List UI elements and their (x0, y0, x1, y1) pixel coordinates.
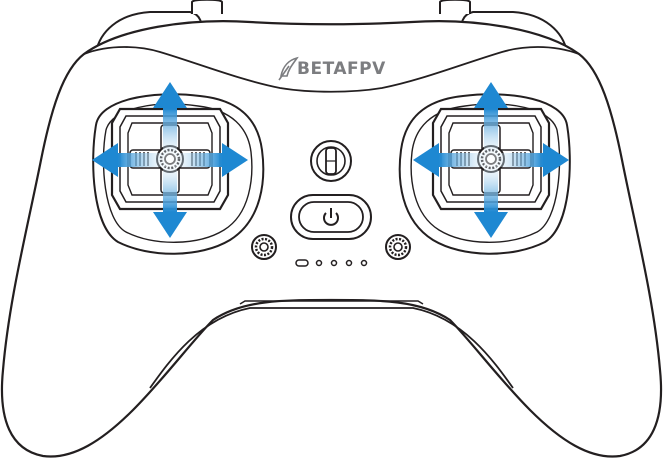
power-icon (323, 208, 339, 226)
led-indicator (315, 259, 323, 267)
right-round-button[interactable] (385, 234, 411, 260)
toggle-switch-icon[interactable] (310, 140, 352, 182)
led-indicator (345, 259, 353, 267)
led-indicator (360, 259, 368, 267)
left-top-tab (191, 0, 223, 14)
brand-logo: BETAFPV (278, 56, 386, 81)
feather-logo-icon (278, 56, 299, 81)
brand-name: BETAFPV (297, 59, 386, 79)
right-top-tab (439, 0, 471, 14)
led-indicator (295, 259, 309, 267)
left-round-button[interactable] (251, 234, 277, 260)
lower-trim-inner (239, 300, 424, 305)
led-indicator-row (295, 259, 368, 267)
power-button[interactable] (290, 194, 372, 240)
top-panel-line (83, 46, 580, 93)
led-indicator (330, 259, 338, 267)
lower-trim (149, 307, 514, 389)
